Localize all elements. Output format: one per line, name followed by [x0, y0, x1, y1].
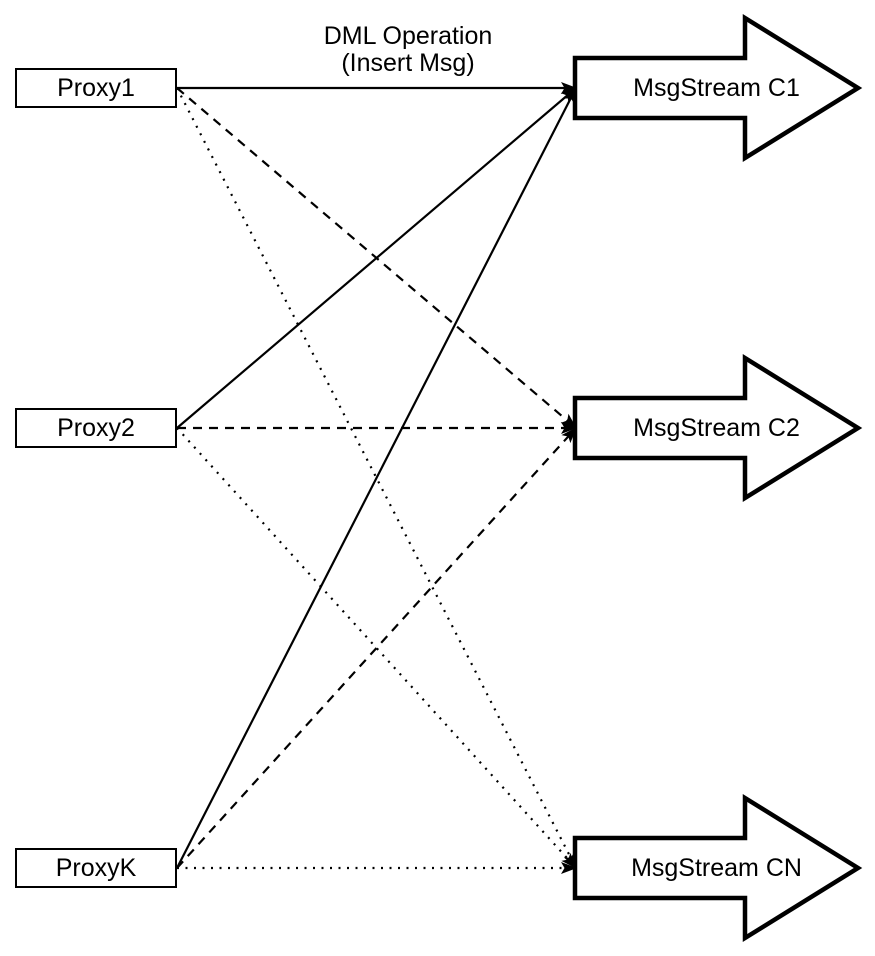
dml-operation-annotation: DML Operation (Insert Msg) [258, 23, 558, 77]
connector-proxy2-to-msgstream-cn [176, 427, 577, 869]
msgstream-c2-arrow-shape [572, 353, 863, 503]
msgstream-cn-arrow-shape [572, 793, 863, 943]
msgstream-arrows-group [572, 13, 863, 943]
connector-proxyk-to-msgstream-c1 [176, 87, 577, 869]
dml-operation-annotation-line2: (Insert Msg) [341, 49, 475, 77]
connector-lines-group [176, 82, 577, 874]
proxy1-box: Proxy1 [15, 68, 177, 108]
proxy2-box: Proxy2 [15, 408, 177, 448]
connector-proxy2-to-msgstream-c1 [176, 87, 577, 429]
proxyk-box: ProxyK [15, 848, 177, 888]
dml-operation-annotation-line1: DML Operation [323, 22, 493, 50]
connector-proxy1-to-msgstream-cn [176, 87, 577, 869]
proxyk-label: ProxyK [55, 853, 137, 882]
connector-proxyk-to-msgstream-c2 [176, 427, 577, 869]
proxy2-label: Proxy2 [57, 413, 135, 442]
proxy1-label: Proxy1 [57, 73, 135, 102]
msgstream-c1-arrow-shape [572, 13, 863, 163]
